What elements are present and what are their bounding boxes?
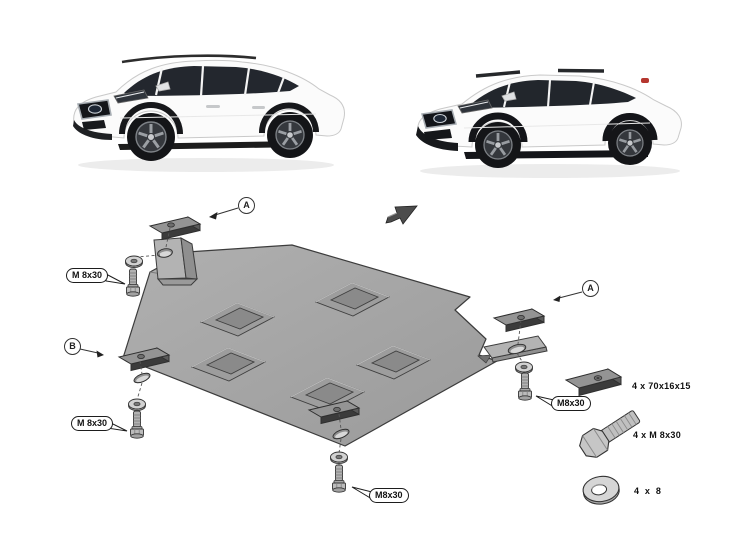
parts-list-washer-qty: 4 x 8 [634,486,662,496]
rear-wheel [608,121,652,165]
side-mirror [501,91,517,102]
roof-rails [475,68,605,78]
car-greenhouse [470,80,636,108]
parts-list-bolt-qty: 4 x M 8x30 [633,430,682,440]
parts-list-spacer-qty: 4 x 70x16x15 [632,381,691,391]
front-wheel [475,122,521,168]
vehicle-shadow [78,158,334,172]
fog-lamp-trim [424,129,452,140]
body-crease [119,113,317,119]
callout-a-right: A [582,280,599,297]
plate-slot-bottom [332,428,350,440]
vent-louver [314,282,391,317]
bracket-slot [157,248,173,258]
body-crease [463,122,651,129]
mounting-bracket [153,237,199,286]
vehicle-left-photo [73,54,345,172]
washer [330,451,348,465]
skid-plate [122,244,498,447]
bolt-m8x30 [518,372,532,401]
roof-rails [121,54,257,64]
vent-louvers [190,282,432,412]
bolt-m8x30 [126,268,140,297]
parts-spacer-block [564,368,623,397]
parts-hex-bolt [579,410,641,458]
car-pillars [154,65,286,97]
rear-roof-accent [641,78,649,83]
tab-slot [507,343,527,355]
rear-wheel [267,112,313,158]
door-handle [252,106,265,109]
front-bumper-trim [416,126,458,151]
washer [125,255,143,269]
vehicle-right-photo [416,68,682,178]
callout-b-left: B [64,338,81,355]
wheel-arch-cladding [468,112,658,143]
vent-louver [190,347,267,382]
brand-badge [433,113,447,124]
bolt-m8x30 [130,410,144,439]
wheel-arch-cladding [119,102,319,135]
vehicle-shadow [420,164,680,178]
callout-arrows [79,207,583,358]
washer [128,398,146,412]
fastener-label-bottom-middle: M8x30 [369,488,409,503]
vent-louver [355,345,432,380]
door-handle [206,105,220,108]
plate-slot-left [133,372,151,384]
spacer-block-top-left [148,216,202,241]
parts-washer [582,475,620,505]
fog-lamp-trim [82,120,106,130]
brand-badge [87,104,103,114]
front-wheel [127,113,175,161]
side-mirror [155,81,171,92]
vent-louver [289,377,366,412]
tab-joint-shadow [477,354,492,364]
fastener-label-bottom-left: M 8x30 [71,416,114,431]
mounting-tab [483,335,548,363]
bolt-m8x30 [332,464,346,493]
callout-a-top: A [238,197,255,214]
assembly-guide-lines [132,227,526,466]
vent-louver [199,302,276,337]
spacer-block-right [492,308,546,333]
drl-strip [115,91,145,99]
spacer-block-bottom [307,400,361,425]
front-bumper-trim [73,120,112,140]
drl-strip [459,101,489,109]
fastener-label-right: M8x30 [551,396,591,411]
direction-arrow-icon [385,205,418,225]
washer [515,361,533,375]
fastener-label-top-left: M 8x30 [66,268,109,283]
